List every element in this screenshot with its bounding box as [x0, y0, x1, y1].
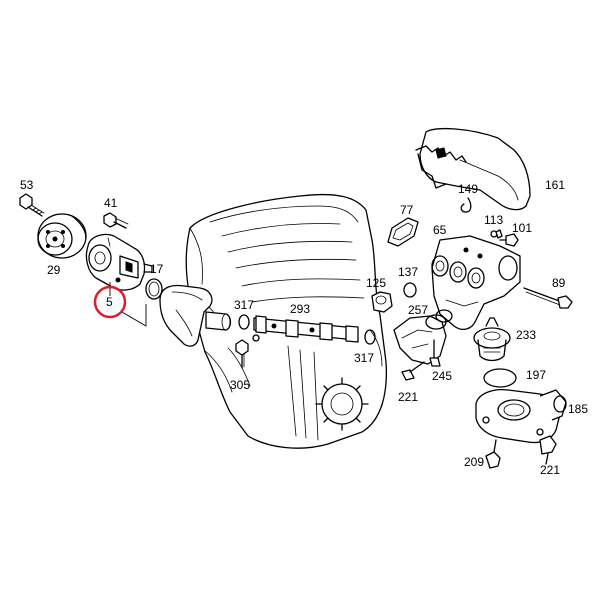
callout-125: 125 [366, 276, 386, 290]
water-pump-5 [85, 233, 153, 291]
highlight-circle[interactable] [93, 285, 127, 319]
callout-89: 89 [552, 276, 566, 290]
callout-113: 113 [484, 213, 503, 227]
callout-65: 65 [433, 223, 447, 237]
bolt-209 [485, 439, 501, 469]
callout-293: 293 [290, 302, 310, 316]
bolt-89 [523, 287, 573, 309]
bolt-221-right [539, 435, 557, 465]
callout-221-right: 221 [540, 463, 560, 477]
callout-233: 233 [516, 328, 536, 342]
cover-161 [415, 128, 531, 211]
callout-317-right: 317 [354, 351, 374, 365]
callout-209: 209 [464, 455, 484, 469]
pipe-segment [205, 311, 232, 331]
callout-101: 101 [512, 221, 532, 235]
callout-5: 5 [106, 295, 113, 309]
bolt-41 [103, 212, 129, 229]
plug-101 [499, 233, 519, 247]
gasket-17 [145, 278, 163, 300]
ring-257 [435, 309, 453, 323]
housing-65 [431, 235, 521, 331]
callout-29: 29 [47, 263, 61, 277]
o-ring-197 [483, 368, 517, 388]
gasket-77 [387, 217, 419, 247]
callout-245: 245 [432, 369, 452, 383]
callout-185: 185 [568, 402, 588, 416]
thermostat-233 [473, 317, 511, 362]
clip-149 [460, 197, 472, 213]
sensor-125 [371, 291, 393, 313]
washer [252, 334, 260, 342]
bolt-305 [235, 339, 249, 369]
callout-221-left: 221 [398, 390, 418, 404]
bolt-245 [429, 339, 441, 367]
callout-197: 197 [526, 368, 546, 382]
callout-305: 305 [230, 378, 250, 392]
bolt-221-left [401, 361, 425, 381]
callout-53: 53 [20, 178, 34, 192]
callout-77: 77 [400, 203, 414, 217]
callout-161: 161 [545, 178, 565, 192]
screw-113 [490, 229, 503, 239]
callout-137: 137 [398, 265, 418, 279]
engine-block [185, 193, 388, 449]
callout-41: 41 [104, 196, 118, 210]
pipe-293 [253, 315, 359, 343]
seal-ring-317-right [364, 329, 376, 345]
outlet-pipe-257 [393, 314, 447, 365]
cover-185 [475, 388, 567, 444]
callout-257: 257 [408, 303, 428, 317]
hose-bend [159, 284, 213, 347]
callout-17: 17 [150, 262, 164, 276]
bolt-53 [19, 193, 45, 217]
callout-149: 149 [458, 182, 478, 196]
callout-317-left: 317 [234, 298, 254, 312]
ring-137 [403, 282, 417, 298]
pulley-29 [37, 213, 87, 259]
seal-ring-317-left [238, 314, 250, 330]
